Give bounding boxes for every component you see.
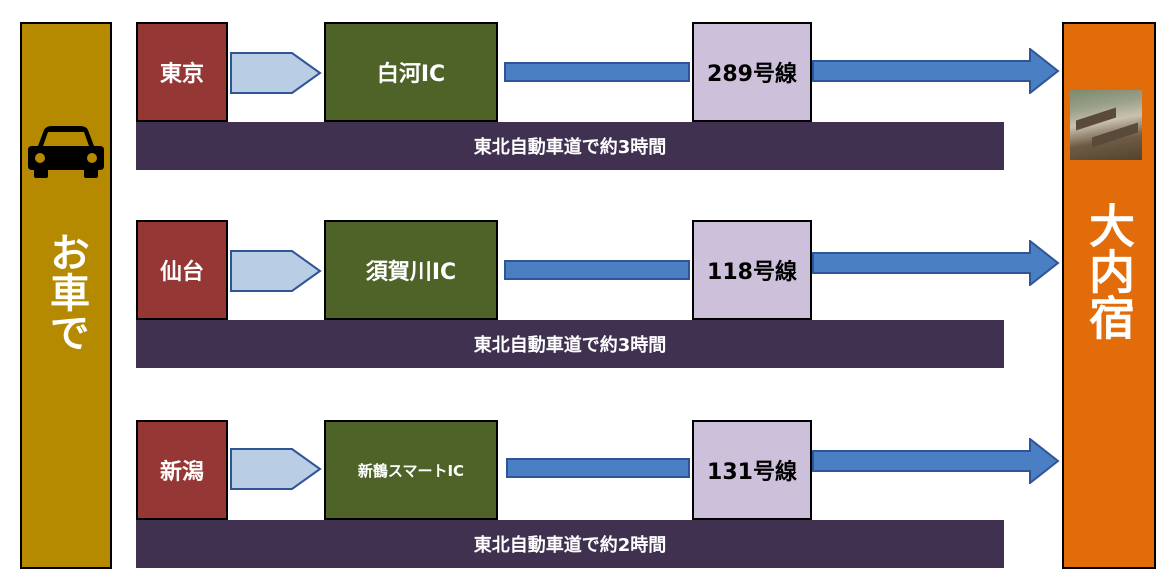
chevron-arrow-icon (230, 448, 322, 490)
interchange-box: 須賀川IC (324, 220, 498, 320)
origin-box: 仙台 (136, 220, 228, 320)
by-car-panel: お車で (20, 22, 112, 569)
travel-time-band: 東北自動車道で約3時間 (136, 320, 1004, 368)
travel-time-band: 東北自動車道で約2時間 (136, 520, 1004, 568)
interchange-box: 白河IC (324, 22, 498, 122)
interchange-box: 新鶴スマートIC (324, 420, 498, 520)
arrow-right-icon (812, 438, 1060, 484)
connector-bar (506, 458, 690, 478)
by-car-label: お車で (43, 232, 89, 352)
origin-box: 東京 (136, 22, 228, 122)
village-photo (1070, 90, 1142, 160)
arrow-right-icon (812, 240, 1060, 286)
route-number-box: 289号線 (692, 22, 812, 122)
arrow-right-icon (812, 48, 1060, 94)
travel-time-band: 東北自動車道で約3時間 (136, 122, 1004, 170)
route-number-box: 131号線 (692, 420, 812, 520)
destination-label: 大内宿 (1082, 202, 1136, 340)
origin-box: 新潟 (136, 420, 228, 520)
route-number-box: 118号線 (692, 220, 812, 320)
chevron-arrow-icon (230, 52, 322, 94)
connector-bar (504, 260, 690, 280)
chevron-arrow-icon (230, 250, 322, 292)
connector-bar (504, 62, 690, 82)
car-icon (28, 126, 104, 178)
destination-panel: 大内宿 (1062, 22, 1156, 569)
